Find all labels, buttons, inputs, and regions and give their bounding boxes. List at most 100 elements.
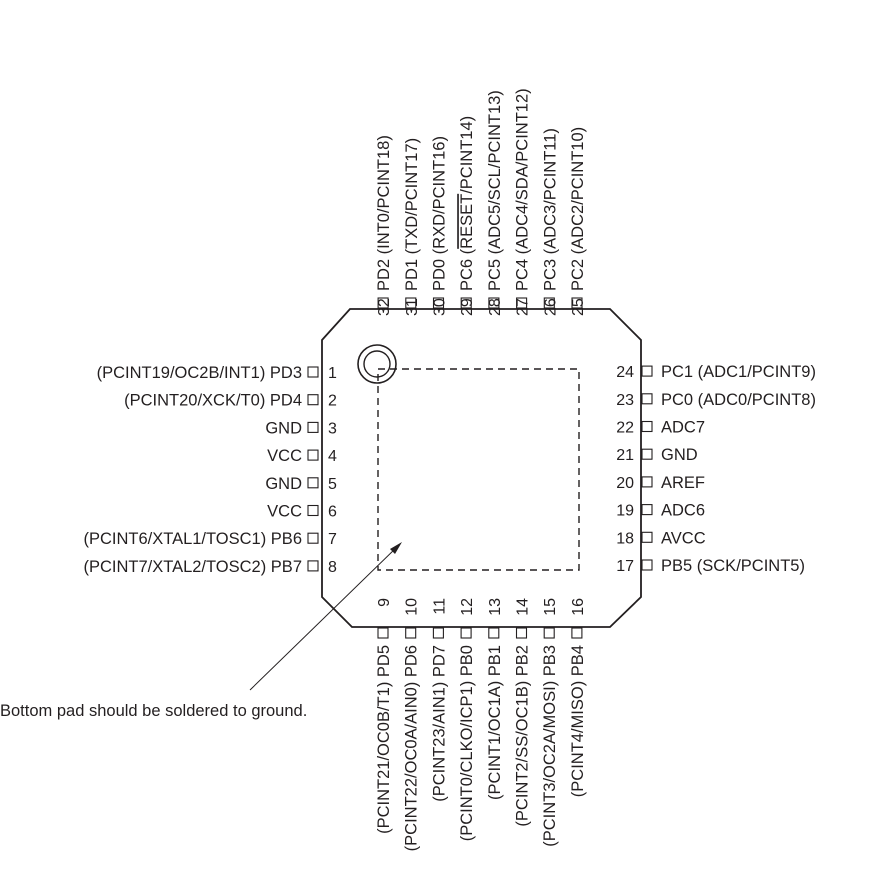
pin-25-lead-icon — [571, 297, 583, 309]
pin-25-number: 25 — [570, 298, 587, 316]
pin-18-number: 18 — [616, 530, 634, 547]
pin-7-lead-icon — [307, 532, 319, 544]
bottom-pad-note: Bottom pad should be soldered to ground. — [0, 702, 307, 720]
pin-27-number: 27 — [515, 298, 532, 316]
pin-30-lead-icon — [432, 297, 445, 309]
pin-12-lead-icon — [460, 627, 472, 639]
pin-9-label: (PCINT21/OC0B/T1) PD5 — [375, 645, 393, 834]
pin-11-number: 11 — [431, 598, 448, 615]
pin-13-lead-icon — [488, 627, 500, 639]
pin-19-number: 19 — [616, 503, 634, 520]
pins-top-side: 25 PC2 (ADC2/PCINT10) 26 PC3 (ADC3/PCINT11)… — [375, 88, 587, 316]
pin-9-number: 9 — [376, 598, 393, 607]
pin-2-lead-icon — [307, 394, 319, 406]
pin-31-label: PD1 (TXD/PCINT17) — [403, 138, 421, 291]
pin-10-label: (PCINT22/OC0A/AIN0) PD6 — [403, 645, 421, 851]
pin-30-label: PD0 (RXD/PCINT16) — [431, 136, 449, 291]
pin-22-label: ADC7 — [661, 419, 705, 437]
pin-29-label: PC6 (RESET/PCINT14) — [458, 116, 476, 291]
pin-1-label: (PCINT19/OC2B/INT1) PD3 — [97, 364, 302, 382]
pin-21-lead-icon — [641, 448, 653, 460]
pin-6-number: 6 — [328, 504, 337, 521]
pin-20-label: AREF — [661, 474, 705, 492]
pin-17-lead-icon — [641, 559, 653, 571]
pin-13-number: 13 — [487, 598, 504, 616]
pin-17-label: PB5 (SCK/PCINT5) — [661, 557, 805, 575]
pin-23-number: 23 — [616, 392, 634, 409]
pin-32-number: 32 — [376, 298, 393, 316]
pin-29-lead-icon — [460, 297, 472, 309]
pin-26-number: 26 — [542, 298, 559, 316]
pin-3-lead-icon — [307, 421, 319, 433]
pin-16-number: 16 — [570, 598, 587, 616]
pin-31-number: 31 — [404, 298, 421, 316]
pin-11-label: (PCINT23/AIN1) PD7 — [430, 645, 448, 802]
pin-24-number: 24 — [616, 364, 634, 381]
pin-11-lead-icon — [432, 627, 444, 639]
pins-bottom-side: 9 (PCINT21/OC0B/T1) PD5 10 (PCINT22/OC0A/AI… — [375, 598, 587, 851]
pin-15-label: (PCINT3/OC2A/MOSI) PB3 — [541, 645, 559, 847]
pin-6-label: VCC — [267, 503, 302, 521]
note-arrowhead-icon — [390, 542, 402, 554]
pin-1-lead-icon — [307, 366, 319, 378]
pin-5-lead-icon — [307, 477, 319, 489]
pin-8-label: (PCINT7/XTAL2/TOSC2) PB7 — [83, 558, 302, 576]
pin-21-label: GND — [661, 446, 698, 464]
pin-20-number: 20 — [616, 475, 634, 492]
pin-4-number: 4 — [328, 448, 337, 465]
pin-21-number: 21 — [616, 447, 634, 464]
pin-26-label: PC3 (ADC3/PCINT11) — [541, 128, 559, 291]
pin-1-number: 1 — [328, 365, 337, 382]
pin-16-label: (PCINT4/MISO) PB4 — [569, 645, 587, 797]
pin-18-lead-icon — [641, 531, 653, 543]
pin-12-label: (PCINT0/CLKO/ICP1) PB0 — [458, 645, 476, 841]
note-pointer-line — [249, 545, 399, 691]
pin-19-lead-icon — [641, 504, 653, 516]
pin-26-lead-icon — [543, 297, 555, 309]
pin-20-lead-icon — [641, 476, 653, 488]
exposed-pad-outline — [377, 368, 580, 571]
pin-24-label: PC1 (ADC1/PCINT9) — [661, 363, 816, 381]
pin-15-number: 15 — [542, 598, 559, 616]
pin-18-label: AVCC — [661, 529, 706, 547]
pin-14-lead-icon — [515, 627, 528, 639]
pin-25-label: PC2 (ADC2/PCINT10) — [569, 127, 587, 291]
pin-8-number: 8 — [328, 559, 337, 576]
pin-6-lead-icon — [307, 504, 319, 517]
pin-4-lead-icon — [307, 449, 319, 461]
pin-23-lead-icon — [641, 393, 653, 405]
pin-8-lead-icon — [307, 560, 319, 572]
pin-3-label: GND — [265, 419, 302, 437]
pin-28-number: 28 — [487, 298, 504, 316]
pin-12-number: 12 — [459, 598, 476, 616]
pin-16-lead-icon — [571, 627, 583, 639]
pins-left-side: 1 (PCINT19/OC2B/INT1) PD3 2 (PCINT20/XCK/T0… — [83, 364, 337, 576]
pin-14-number: 14 — [515, 598, 532, 616]
pin-2-number: 2 — [328, 393, 337, 410]
pin-10-lead-icon — [405, 627, 417, 639]
pin-19-label: ADC6 — [661, 502, 705, 520]
pin-17-number: 17 — [616, 558, 634, 575]
pin-14-label: (PCINT2/SS/OC1B) PB2 — [514, 645, 532, 827]
pin-4-label: VCC — [267, 447, 302, 465]
pin-28-label: PC5 (ADC5/SCL/PCINT13) — [486, 90, 504, 291]
pin-7-label: (PCINT6/XTAL1/TOSC1) PB6 — [83, 530, 302, 548]
pin-32-lead-icon — [377, 297, 389, 309]
pin-30-number: 30 — [432, 298, 449, 316]
pin-32-label: PD2 (INT0/PCINT18) — [375, 135, 393, 291]
pin-24-lead-icon — [641, 365, 653, 377]
pin-15-lead-icon — [543, 627, 555, 639]
pin-5-label: GND — [265, 475, 302, 493]
chip-package-outline — [321, 308, 642, 628]
pin-10-number: 10 — [404, 598, 421, 616]
pin-31-lead-icon — [405, 297, 417, 309]
pin-2-label: (PCINT20/XCK/T0) PD4 — [124, 392, 302, 410]
pin-5-number: 5 — [328, 476, 337, 493]
pin-27-label: PC4 (ADC4/SDA/PCINT12) — [514, 88, 532, 291]
pin-7-number: 7 — [328, 531, 337, 548]
pin-28-lead-icon — [488, 297, 500, 309]
pin-29-number: 29 — [459, 298, 476, 316]
pin-22-number: 22 — [616, 420, 634, 437]
pin1-indicator-icon — [357, 344, 397, 384]
